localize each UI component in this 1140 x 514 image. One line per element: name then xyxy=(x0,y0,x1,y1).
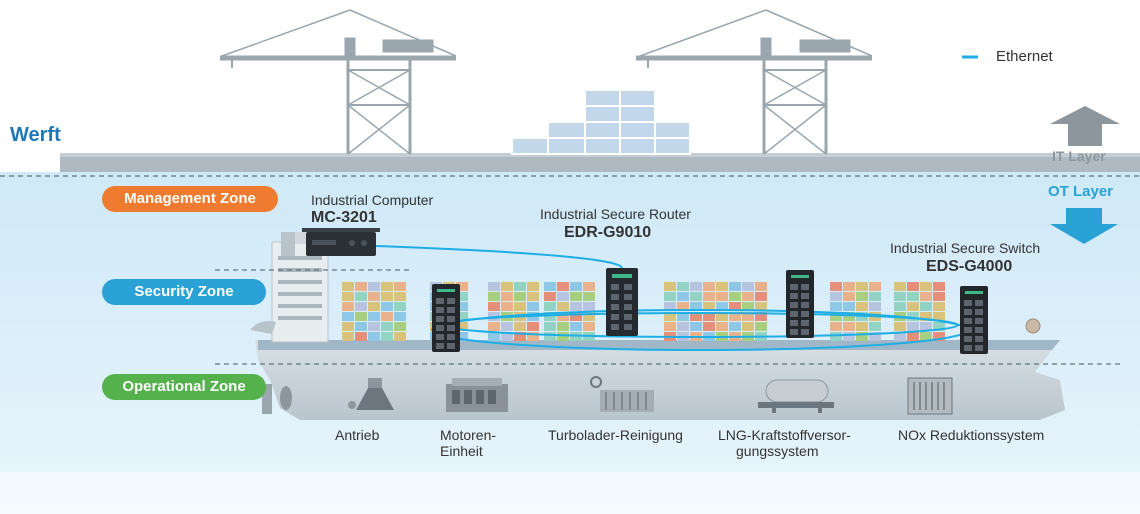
quay-container-stack xyxy=(511,89,691,155)
operational-zone-badge: Operational Zone xyxy=(102,374,266,400)
secure-switch-icon xyxy=(432,284,460,352)
management-zone-badge: Management Zone xyxy=(102,186,278,212)
router-desc: Industrial Secure Router xyxy=(540,206,691,222)
crane-left-icon xyxy=(220,9,457,155)
it-layer-arrow-icon xyxy=(1050,106,1120,146)
propeller-icon xyxy=(262,384,292,414)
link-computer-router xyxy=(375,245,623,269)
equipment-label-antrieb: Antrieb xyxy=(335,427,380,443)
lng-tank-icon xyxy=(758,379,834,413)
switch-desc: Industrial Secure Switch xyxy=(890,240,1041,256)
secure-switch-icon xyxy=(786,270,814,338)
motoren-einheit-icon xyxy=(446,378,508,412)
equipment-label-motoren-2: Einheit xyxy=(440,443,483,459)
shore-label: Werft xyxy=(10,124,61,146)
quay-platform xyxy=(60,156,1140,172)
computer-desc: Industrial Computer xyxy=(311,192,434,208)
equipment-label-turbolader: Turbolader-Reinigung xyxy=(548,427,683,443)
industrial-computer-icon xyxy=(302,228,380,256)
router-model: EDR-G9010 xyxy=(564,224,652,241)
switch-model: EDS-G4000 xyxy=(926,258,1013,275)
nox-system-icon xyxy=(907,377,953,415)
security-zone-badge: Security Zone xyxy=(102,279,266,305)
equipment-label-motoren: Motoren- xyxy=(440,427,497,443)
equipment-label-lng: LNG-Kraftstoffversor- xyxy=(718,427,851,443)
secure-switch-icon xyxy=(960,286,988,354)
bow-winch-icon xyxy=(1025,318,1041,334)
it-layer-label: IT Layer xyxy=(1052,148,1106,164)
turbolader-reinigung-icon xyxy=(590,376,654,412)
crane-right-icon xyxy=(636,9,873,155)
ot-layer-arrow-icon xyxy=(1050,208,1118,244)
computer-model: MC-3201 xyxy=(311,209,377,226)
antrieb-icon xyxy=(348,378,394,410)
secure-switch-group xyxy=(432,270,988,354)
equipment-label-lng-2: gungssystem xyxy=(736,443,819,459)
equipment-label-nox: NOx Reduktionssystem xyxy=(898,427,1045,443)
legend-ethernet-label: Ethernet xyxy=(996,48,1053,65)
ot-layer-label: OT Layer xyxy=(1048,183,1114,200)
secure-router-icon xyxy=(606,268,638,336)
